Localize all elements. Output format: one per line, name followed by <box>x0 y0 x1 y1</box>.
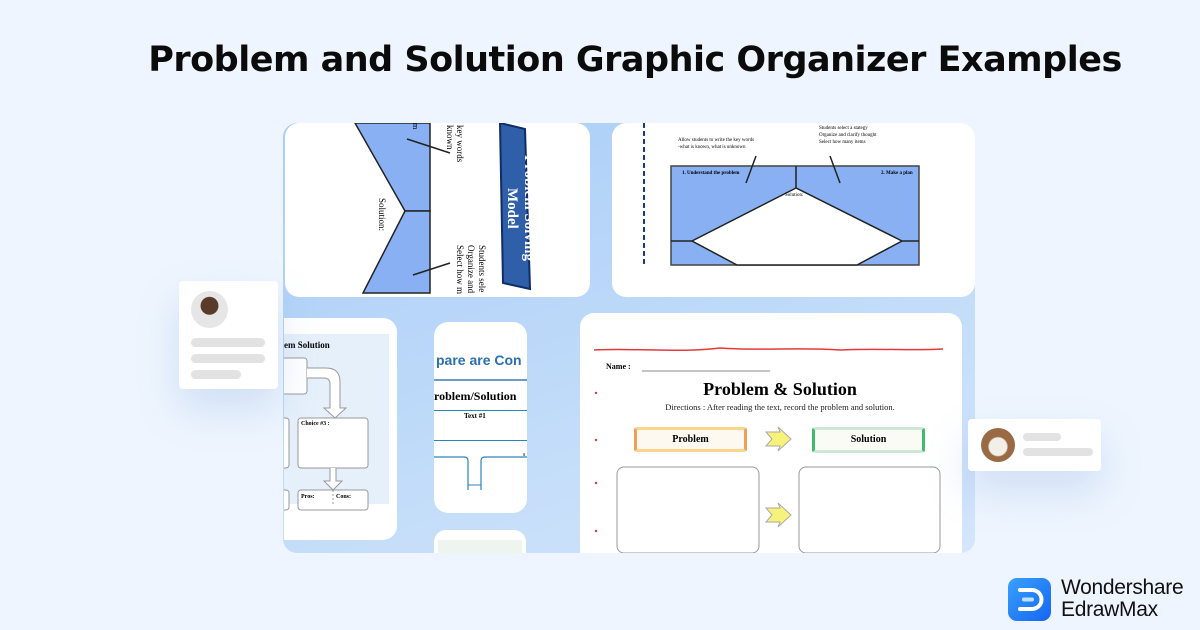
example-card-problem-solving-model[interactable]: Problem Solving Model Solution: key word… <box>285 123 590 297</box>
solution-box: Solution <box>812 427 925 453</box>
connector-lines <box>434 456 527 490</box>
card-subheading: roblem/Solution <box>434 389 517 403</box>
example-card-problem-solution[interactable]: Name : Problem & Solution Directions : A… <box>580 313 962 553</box>
placeholder-line <box>191 338 265 347</box>
box-label: 2. Make a plan <box>881 171 913 176</box>
solution-label: Solution: <box>377 198 387 232</box>
edrawmax-logo-icon <box>1008 578 1051 621</box>
plan-diagram <box>643 123 920 266</box>
choice-label: Choice #3 : <box>301 421 330 427</box>
profile-card-right <box>968 419 1101 471</box>
note-text: Select how m <box>455 245 465 294</box>
flow-diagram <box>284 357 369 511</box>
banner-title: Problem Solving Model <box>504 155 537 261</box>
note-left: Allow students to write the key words-wh… <box>678 138 755 150</box>
avatar <box>191 291 228 328</box>
avatar <box>981 428 1015 462</box>
note-text: m <box>411 123 420 130</box>
example-card-plan-diagram[interactable]: Allow students to write the key words-wh… <box>612 123 975 297</box>
solution-label: Solution: <box>785 193 804 198</box>
box-label: 1. Understand the problem <box>682 171 740 176</box>
note-text: Students sele <box>477 245 487 293</box>
worksheet-title: Problem & Solution <box>703 379 857 399</box>
note-text: key words <box>455 125 465 163</box>
placeholder-line <box>191 354 265 363</box>
card-heading: pare are Con <box>436 352 522 368</box>
worksheet-decor <box>593 347 944 553</box>
example-card-choices[interactable]: em Solution Choice #3 : Pros: Cons: <box>284 318 397 540</box>
placeholder-line <box>191 370 241 379</box>
example-card-partial[interactable] <box>434 530 526 553</box>
placeholder-line <box>1023 448 1093 456</box>
directions-text: Directions : After reading the text, rec… <box>665 402 895 412</box>
example-card-compare[interactable]: pare are Con roblem/Solution Text #1 s <box>434 322 527 513</box>
pros-label: Pros: <box>301 494 315 500</box>
page-title: Problem and Solution Graphic Organizer E… <box>148 40 1122 80</box>
name-label: Name : <box>606 362 631 371</box>
profile-card-left <box>179 281 278 389</box>
rotated-diagram <box>354 123 532 294</box>
text-label: Text #1 <box>464 412 486 420</box>
note-text: known <box>445 125 455 150</box>
problem-box: Problem <box>634 427 747 452</box>
note-text: Organize and <box>466 245 476 294</box>
placeholder-line <box>1023 433 1061 441</box>
cons-label: Cons: <box>336 494 352 500</box>
card-heading: em Solution <box>284 340 330 350</box>
text-label: s <box>523 452 526 458</box>
